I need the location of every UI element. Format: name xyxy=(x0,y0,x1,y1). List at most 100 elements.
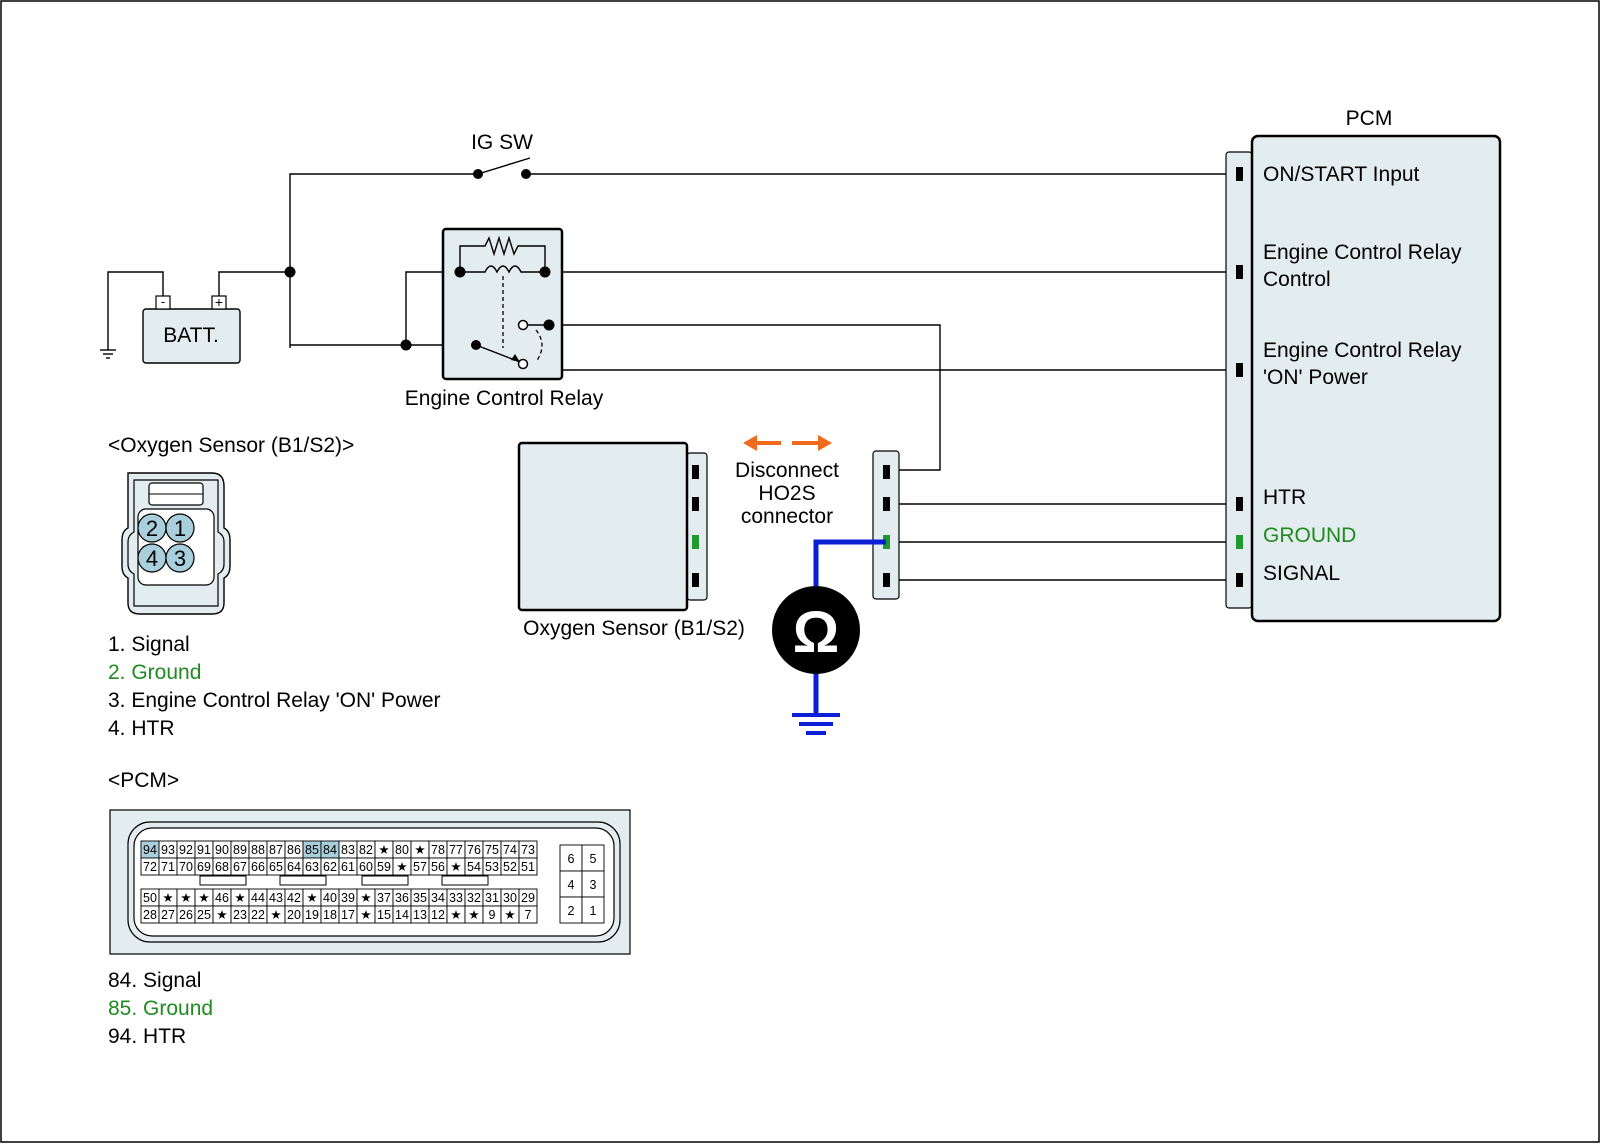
pcm-pin-number: 17 xyxy=(341,908,355,922)
pcm-pin-number: 73 xyxy=(521,843,535,857)
pcm-pin-number: 9 xyxy=(489,908,496,922)
pcm-pin-number: 93 xyxy=(161,843,175,857)
pcm-pin-number: 54 xyxy=(467,860,481,874)
pcm-pin-number: ★ xyxy=(306,891,317,905)
pcm-pin-number: 51 xyxy=(521,860,535,874)
pcm-pin-number: 60 xyxy=(359,860,373,874)
pcm-pin-number: 7 xyxy=(525,908,532,922)
pcm-side-cell xyxy=(581,896,605,924)
relay-label: Engine Control Relay xyxy=(405,387,604,410)
junction-dots xyxy=(284,169,531,351)
pcm-pin-number: 22 xyxy=(251,908,265,922)
ho2s-connector xyxy=(872,450,900,600)
pcm-key-slot xyxy=(279,875,327,886)
o2-pin-number: 2 xyxy=(146,516,158,541)
disconnect-label-line2: HO2S xyxy=(758,482,815,505)
pcm-pin-number: 42 xyxy=(287,891,301,905)
pcm-pin-number: 70 xyxy=(179,860,193,874)
pcm-pin-number: 37 xyxy=(377,891,391,905)
pcm-pin-number: 94 xyxy=(143,843,157,857)
pcm-key-slot xyxy=(441,875,489,886)
pcm-pin-label: ON/START Input xyxy=(1263,163,1420,186)
pcm-pin-label: SIGNAL xyxy=(1263,562,1340,585)
disconnect-label-line1: Disconnect xyxy=(735,459,839,482)
pcm-pin-number: 92 xyxy=(179,843,193,857)
pcm-pin-number: ★ xyxy=(378,843,389,857)
pcm-pin-number: 13 xyxy=(413,908,427,922)
pcm-pin-number: 36 xyxy=(395,891,409,905)
pcm-pin-number: 77 xyxy=(449,843,463,857)
pcm-pin-number: 40 xyxy=(323,891,337,905)
legend-item: 3. Engine Control Relay 'ON' Power xyxy=(108,689,441,712)
pcm-pin-number: 52 xyxy=(503,860,517,874)
pcm-pin-number: 31 xyxy=(485,891,499,905)
pcm-side-pin-number: 1 xyxy=(590,904,597,918)
o2-pin-number: 3 xyxy=(174,546,186,571)
pcm-pin-number: 14 xyxy=(395,908,409,922)
pcm-pin-number: 86 xyxy=(287,843,301,857)
o2-pin-number: 1 xyxy=(174,516,186,541)
pcm-pin-number: 78 xyxy=(431,843,445,857)
pcm-pin-number: 20 xyxy=(287,908,301,922)
pcm-pin-number: 15 xyxy=(377,908,391,922)
pcm-pin-label: Engine Control Relay xyxy=(1263,339,1462,362)
pcm-pin-number: 63 xyxy=(305,860,319,874)
pcm-pin-number: 85 xyxy=(305,843,319,857)
pcm-pin-number: 76 xyxy=(467,843,481,857)
pcm-pin-number: 62 xyxy=(323,860,337,874)
pcm-pin-number: 87 xyxy=(269,843,283,857)
pcm-pin-number: 65 xyxy=(269,860,283,874)
o2-connector-header: <Oxygen Sensor (B1/S2)> xyxy=(108,434,354,457)
pcm-pin-number: 35 xyxy=(413,891,427,905)
pcm-pin-number: 91 xyxy=(197,843,211,857)
pcm-pin-number: 72 xyxy=(143,860,157,874)
pcm-side-pin-number: 3 xyxy=(590,878,597,892)
pcm-pin-number: ★ xyxy=(162,891,173,905)
ig-sw-label: IG SW xyxy=(471,131,533,154)
pcm-pin-number: 27 xyxy=(161,908,175,922)
pcm-pin-number: 90 xyxy=(215,843,229,857)
pcm-pin-number: 88 xyxy=(251,843,265,857)
pcm-pin-terminals xyxy=(1236,167,1243,587)
pcm-pin-number: 19 xyxy=(305,908,319,922)
pcm-pin-number: 75 xyxy=(485,843,499,857)
pcm-module xyxy=(1225,134,1502,623)
pcm-side-pin-number: 2 xyxy=(568,904,575,918)
pcm-pin-number: 82 xyxy=(359,843,373,857)
pcm-pin-number: 64 xyxy=(287,860,301,874)
engine-control-relay xyxy=(441,227,564,381)
pcm-side-pin-number: 5 xyxy=(590,852,597,866)
ohm-icon: Ω xyxy=(793,600,840,665)
pcm-pin-label: 'ON' Power xyxy=(1263,366,1368,389)
pcm-key-slot xyxy=(199,875,247,886)
battery-minus-label: - xyxy=(161,294,165,309)
pcm-pin-number: 32 xyxy=(467,891,481,905)
pcm-pin-number: 89 xyxy=(233,843,247,857)
pcm-pin-number: 30 xyxy=(503,891,517,905)
ohmmeter: Ω xyxy=(772,539,886,735)
pcm-pin-number: ★ xyxy=(468,908,479,922)
legend-item: 2. Ground xyxy=(108,661,201,684)
pcm-pin-cell xyxy=(518,857,538,876)
legend-item: 4. HTR xyxy=(108,717,175,740)
o2-pin xyxy=(165,513,195,543)
pcm-pin-number: 46 xyxy=(215,891,229,905)
pcm-pin-label: Engine Control Relay xyxy=(1263,241,1462,264)
pcm-connector-header: <PCM> xyxy=(108,769,179,792)
pcm-pin-number: 53 xyxy=(485,860,499,874)
pcm-pin-number: 29 xyxy=(521,891,535,905)
pcm-pin-number: ★ xyxy=(450,908,461,922)
pcm-pin-number: 28 xyxy=(143,908,157,922)
pcm-pin-number: ★ xyxy=(396,860,407,874)
pcm-pin-number: 18 xyxy=(323,908,337,922)
pcm-label: PCM xyxy=(1346,107,1393,130)
pcm-pin-number: 57 xyxy=(413,860,427,874)
pcm-pin-number: 50 xyxy=(143,891,157,905)
pcm-pin-label: HTR xyxy=(1263,486,1306,509)
pcm-pin-number: 12 xyxy=(431,908,445,922)
